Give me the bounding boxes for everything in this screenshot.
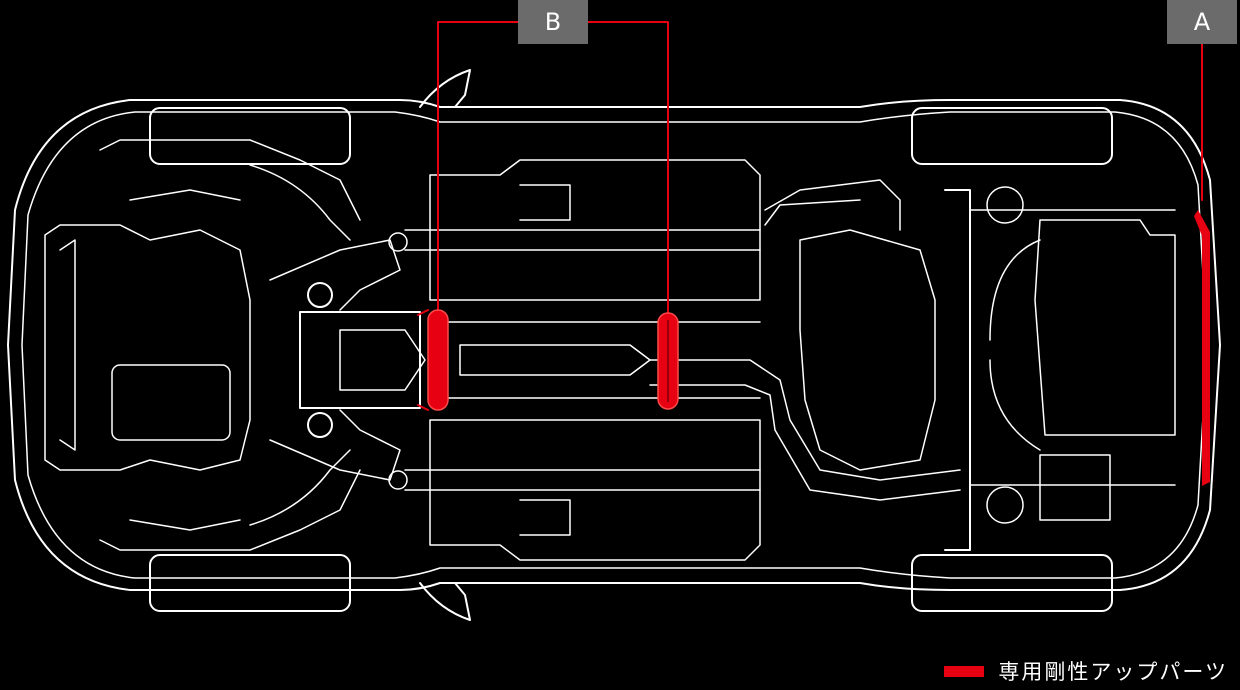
legend-swatch [944, 665, 985, 677]
rigidity-parts [417, 210, 1210, 486]
callout-b-label: B [518, 0, 588, 44]
callout-leaders [437, 21, 1203, 319]
legend-label: 専用剛性アップパーツ [998, 660, 1228, 684]
brace-part-a [1194, 210, 1210, 486]
callout-a-label: A [1167, 0, 1237, 44]
legend: 専用剛性アップパーツ [944, 656, 1228, 686]
wheels [149, 107, 1113, 612]
center-tunnel [299, 311, 961, 501]
floor-pans [404, 159, 761, 561]
rear-subframe [944, 186, 1176, 551]
engine-area [44, 139, 408, 551]
brace-part-b-front [427, 309, 449, 411]
fuel-tank [764, 179, 936, 471]
car-body-outline [7, 69, 1221, 621]
